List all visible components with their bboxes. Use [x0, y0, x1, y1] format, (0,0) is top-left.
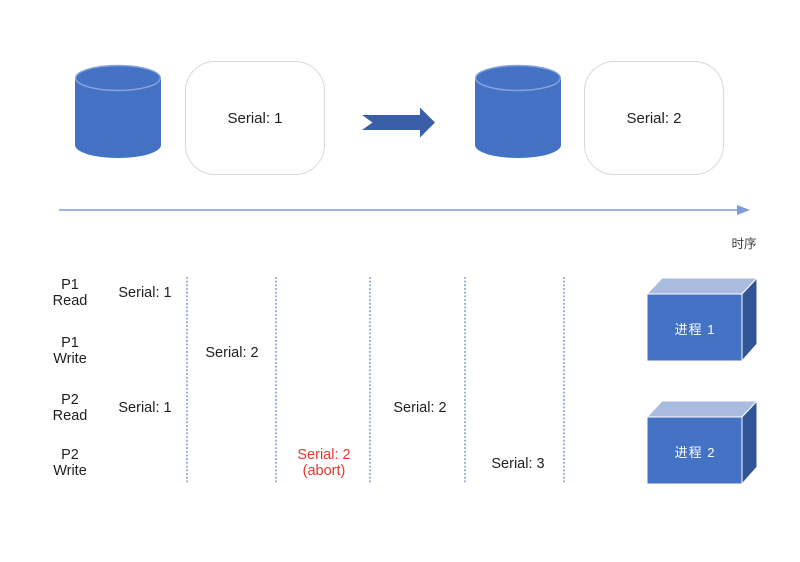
cell-p2-read-serial2: Serial: 2 [393, 400, 447, 416]
database-icon [75, 64, 161, 158]
row-label-p2-write: P2 Write [53, 447, 87, 479]
row-label-p1-write: P1 Write [53, 335, 87, 367]
process-1-label: 进程 1 [674, 322, 716, 337]
serial-label-1: Serial: 1 [227, 109, 283, 127]
cube-icon [646, 277, 758, 362]
cell-p1-read-serial1: Serial: 1 [118, 285, 172, 301]
abort-note: (abort) [302, 463, 346, 479]
cell-p2-read-serial1: Serial: 1 [118, 400, 172, 416]
db-version-box-2: Serial: 2 [584, 61, 724, 175]
process-2-label: 进程 2 [674, 445, 716, 460]
row-label-p1-read: P1 Read [52, 277, 88, 309]
cell-p1-write-serial2: Serial: 2 [205, 345, 259, 361]
cell-p2-write-serial3: Serial: 3 [491, 456, 545, 472]
block-arrow-right-icon [362, 107, 435, 138]
cell-p2-write-abort: Serial: 2 (abort) [297, 447, 351, 479]
timeline-arrow-icon [59, 205, 750, 215]
timeline-label: 时序 [731, 237, 757, 251]
db-version-box-1: Serial: 1 [185, 61, 325, 175]
row-label-p2-read: P2 Read [52, 392, 88, 424]
cube-icon [646, 400, 758, 485]
schedule-grid [186, 277, 565, 483]
database-icon [475, 64, 561, 158]
serial-label-2: Serial: 2 [626, 109, 682, 127]
